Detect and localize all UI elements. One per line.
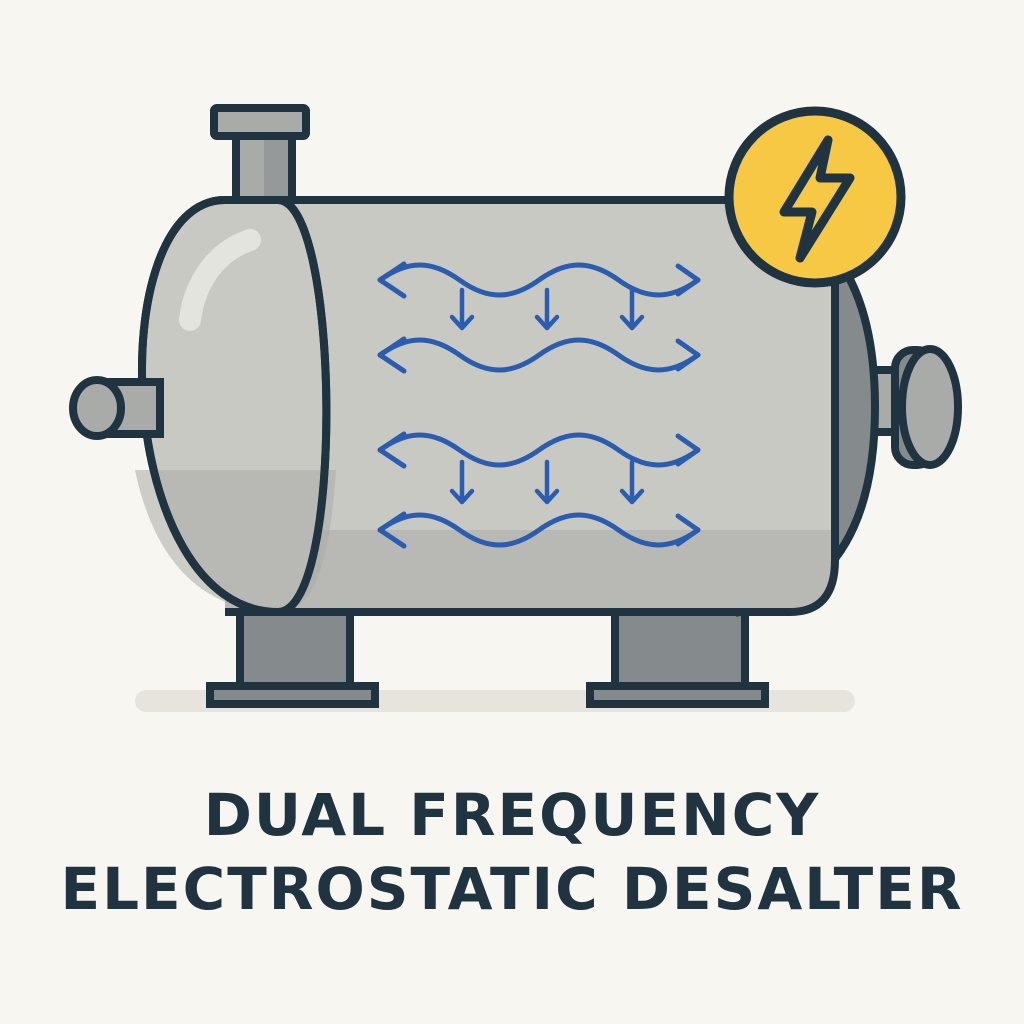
down-arrow-icon-bottom-1 — [449, 459, 475, 505]
down-arrow-icon-bottom-3 — [619, 459, 645, 505]
support-leg-left — [206, 594, 379, 708]
wavy-double-arrow-icon-3 — [377, 431, 701, 469]
wavy-double-arrow-icon-4 — [377, 511, 701, 549]
lightning-bolt-icon — [779, 135, 855, 263]
left-dish-head — [135, 196, 336, 617]
electric-badge — [724, 106, 906, 288]
down-arrow-icon-bottom-2 — [534, 459, 560, 505]
title-line-2: ELECTROSTATIC DESALTER — [60, 855, 964, 923]
down-arrow-icon-top-2 — [534, 287, 560, 331]
diagram-title: DUAL FREQUENCY ELECTROSTATIC DESALTER — [0, 778, 1024, 926]
electric-field-flow — [377, 261, 701, 549]
down-arrow-icon-top-1 — [449, 287, 475, 331]
title-line-1: DUAL FREQUENCY — [203, 781, 821, 849]
wavy-double-arrow-icon-2 — [377, 336, 701, 374]
left-nozzle — [69, 376, 164, 440]
down-arrow-icon-top-3 — [619, 287, 645, 331]
wavy-double-arrow-icon-1 — [377, 261, 701, 299]
